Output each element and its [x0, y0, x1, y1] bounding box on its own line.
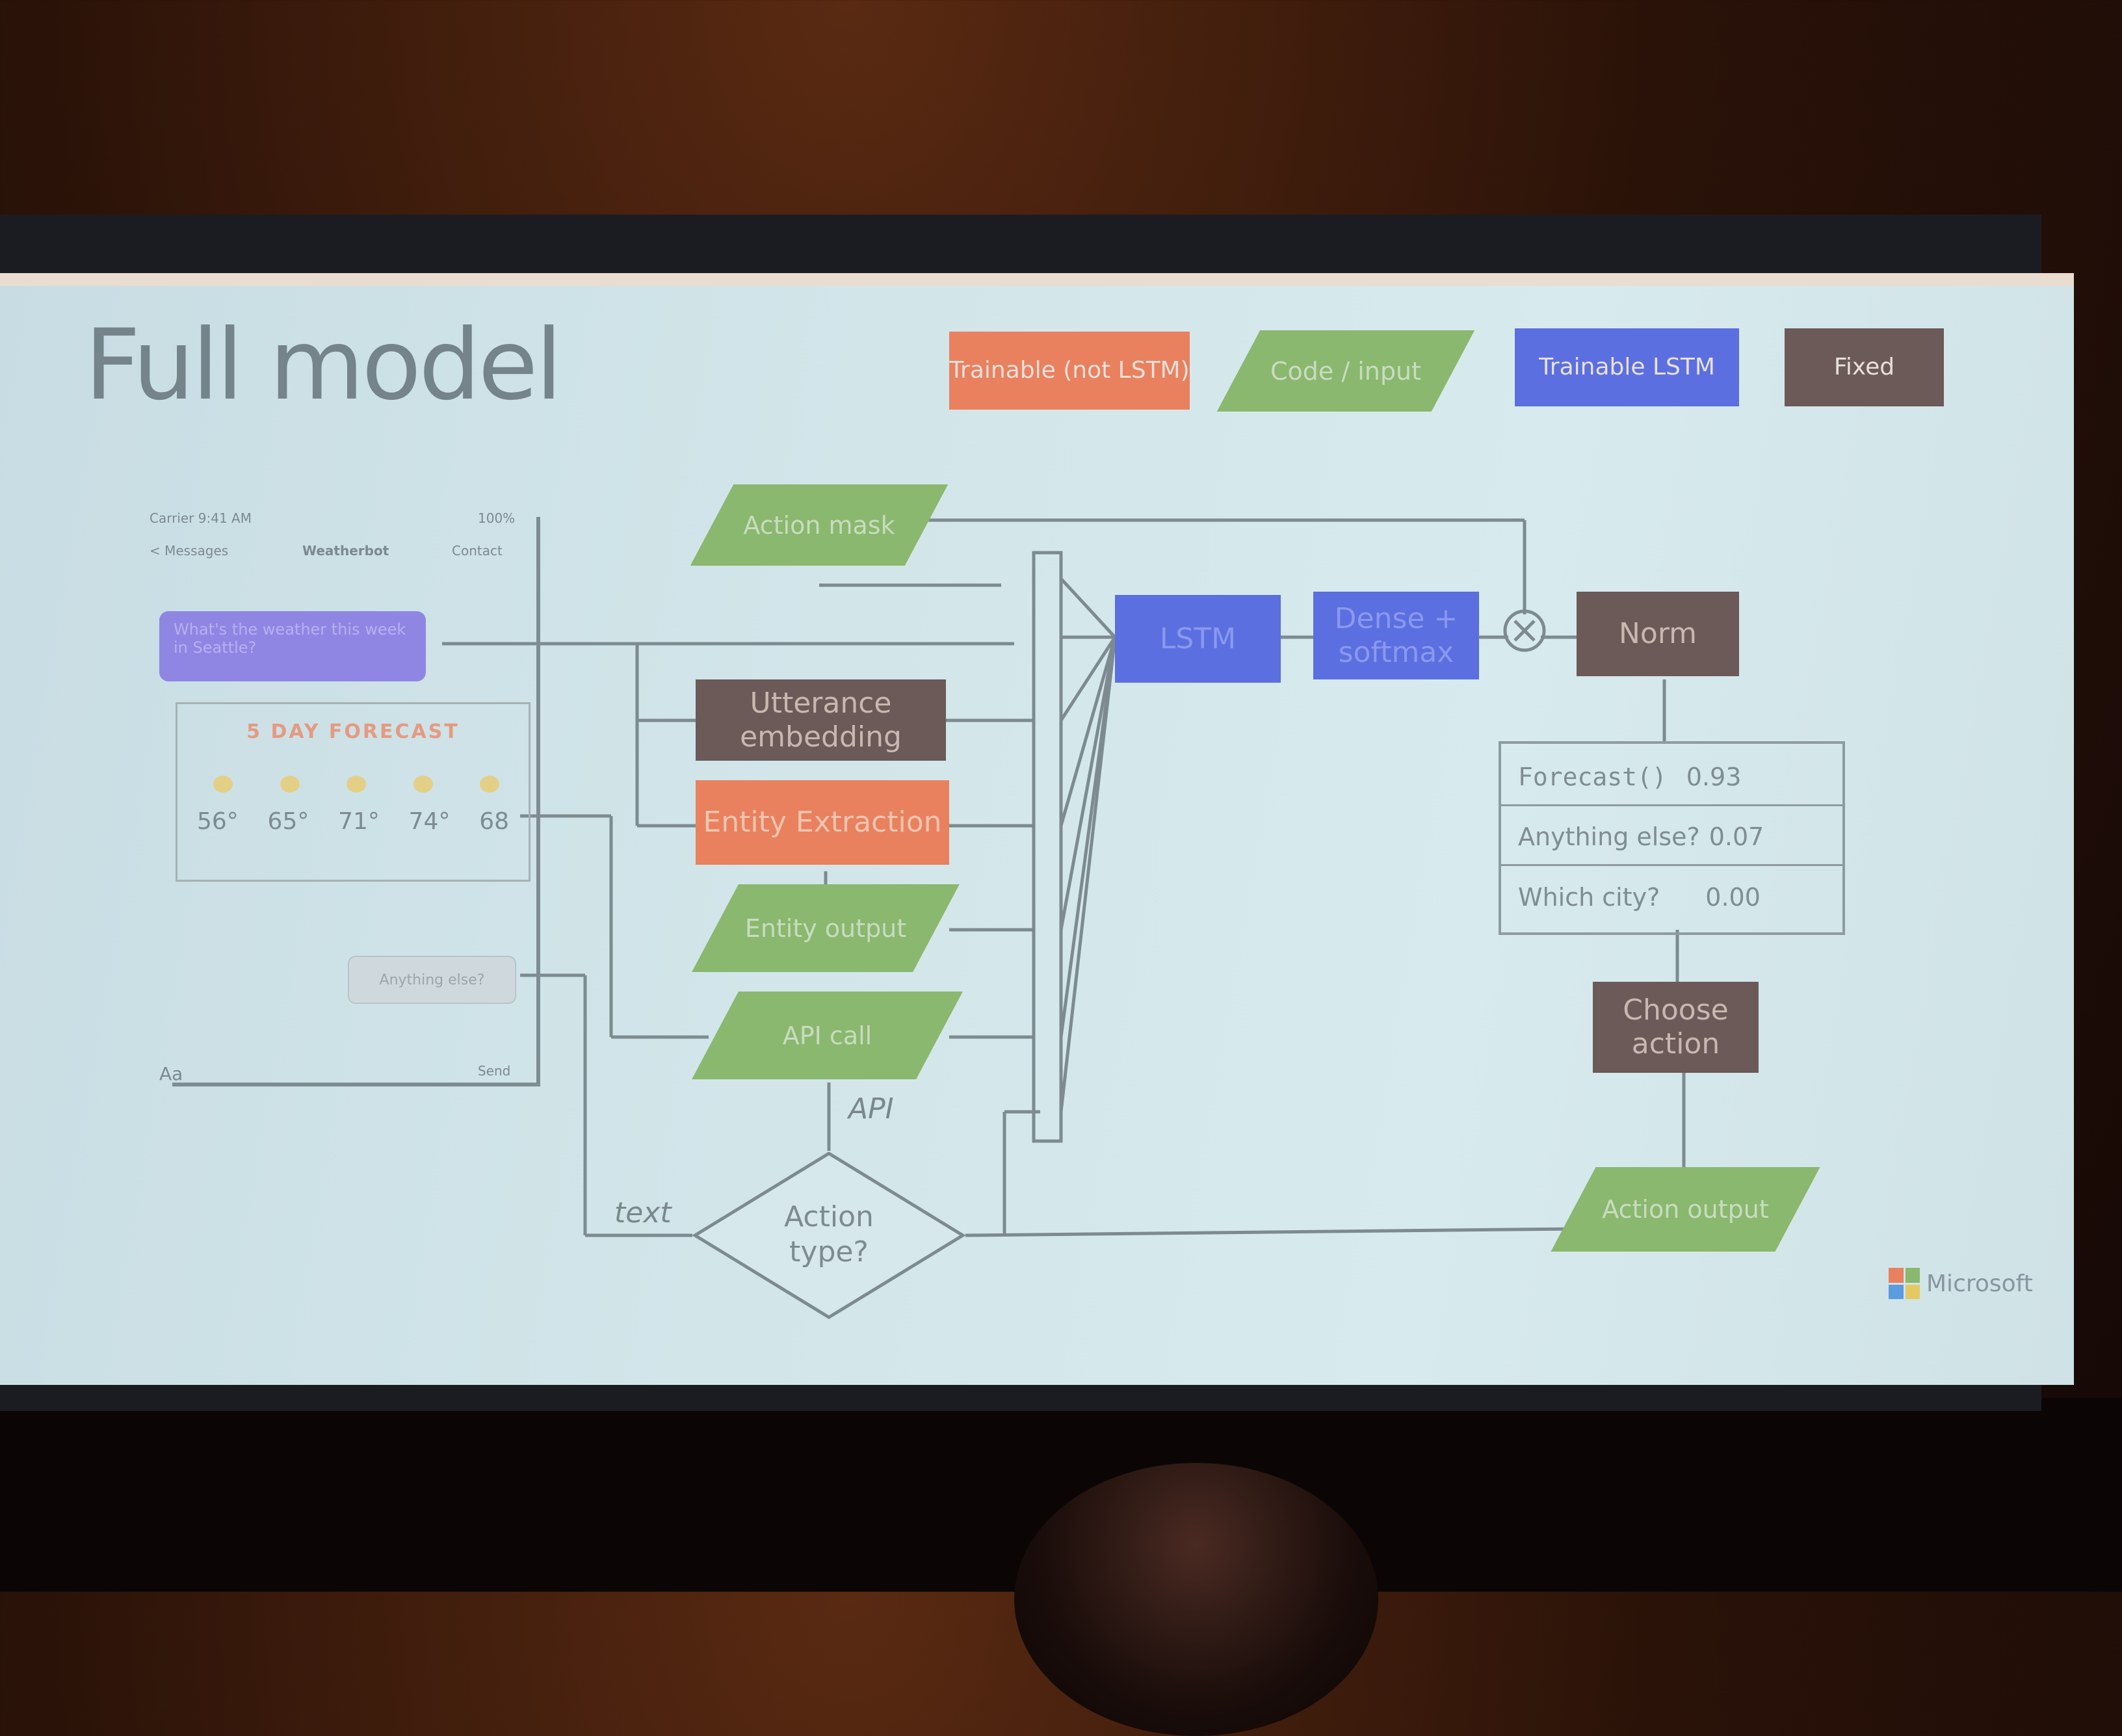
bot-reply-bubble: Anything else? [348, 956, 516, 1004]
forecast-title: 5 DAY FORECAST [246, 720, 460, 743]
action-mask-node: Action mask [690, 484, 949, 566]
legend-trainable: Trainable (not LSTM) [949, 332, 1190, 410]
temp-day-2: 65° [267, 808, 309, 835]
legend-code-input: Code / input [1216, 330, 1475, 412]
temp-day-3: 71° [338, 808, 380, 835]
edge-label-api: API [848, 1092, 894, 1125]
temp-day-4: 74° [408, 808, 451, 835]
entity-output-node: Entity output [692, 884, 960, 972]
choose-action-box: Choose action [1593, 982, 1759, 1073]
sun-icon [213, 776, 233, 793]
action-type-decision [692, 1151, 965, 1319]
prob-row-which-city: Which city? 0.00 [1518, 883, 1761, 912]
phone-input-placeholder: Aa [159, 1063, 183, 1085]
brand-name: Microsoft [1926, 1270, 2033, 1297]
prob-row-anything-else: Anything else? 0.07 [1501, 809, 1842, 866]
sun-icon [347, 776, 366, 793]
forecast-card: 5 DAY FORECAST 56° 65° 71° 74° 68 [176, 702, 530, 882]
projection-screen: Full model Trainable (not LSTM) Code / i… [0, 273, 2074, 1385]
user-message-bubble: What's the weather this week in Seattle? [159, 611, 426, 681]
microsoft-logo-icon [1889, 1268, 1920, 1299]
sun-icon [480, 776, 499, 793]
legend-fixed: Fixed [1785, 328, 1944, 406]
dense-softmax-box: Dense + softmax [1313, 592, 1479, 679]
utterance-embedding-box: Utterance embedding [696, 679, 946, 761]
entity-extraction-box: Entity Extraction [696, 780, 949, 865]
sun-icon [413, 776, 433, 793]
norm-box: Norm [1577, 592, 1739, 676]
screen-top-strip [0, 273, 2074, 286]
api-call-node: API call [692, 992, 963, 1079]
action-probabilities-table: Forecast() 0.93 Anything else? 0.07 Whic… [1499, 741, 1845, 935]
temp-day-1: 56° [197, 808, 239, 835]
phone-status-right: 100% [478, 510, 516, 526]
decision-label: Action type? [784, 1200, 874, 1269]
audience-head [1014, 1463, 1378, 1736]
slide-title: Full model [85, 309, 562, 422]
prob-row-forecast: Forecast() 0.93 [1501, 749, 1842, 806]
forecast-temps: 56° 65° 71° 74° 68 [197, 808, 509, 835]
phone-nav-back: < Messages [150, 543, 229, 559]
microsoft-logo: Microsoft [1889, 1268, 2033, 1299]
action-output-node: Action output [1551, 1167, 1820, 1252]
phone-mockup: Carrier 9:41 AM 100% < Messages Weatherb… [150, 510, 540, 1086]
legend-trainable-lstm: Trainable LSTM [1515, 328, 1739, 406]
lstm-box: LSTM [1115, 595, 1281, 683]
phone-nav-title: Weatherbot [302, 543, 389, 559]
weather-icons [213, 776, 499, 793]
edge-label-text: text [614, 1196, 672, 1230]
phone-send-label: Send [478, 1063, 511, 1079]
temp-day-5: 68 [479, 808, 509, 835]
connector-lines [442, 518, 1686, 1237]
phone-nav-contact: Contact [452, 543, 503, 559]
sun-icon [280, 776, 300, 793]
phone-status-left: Carrier 9:41 AM [150, 510, 252, 526]
